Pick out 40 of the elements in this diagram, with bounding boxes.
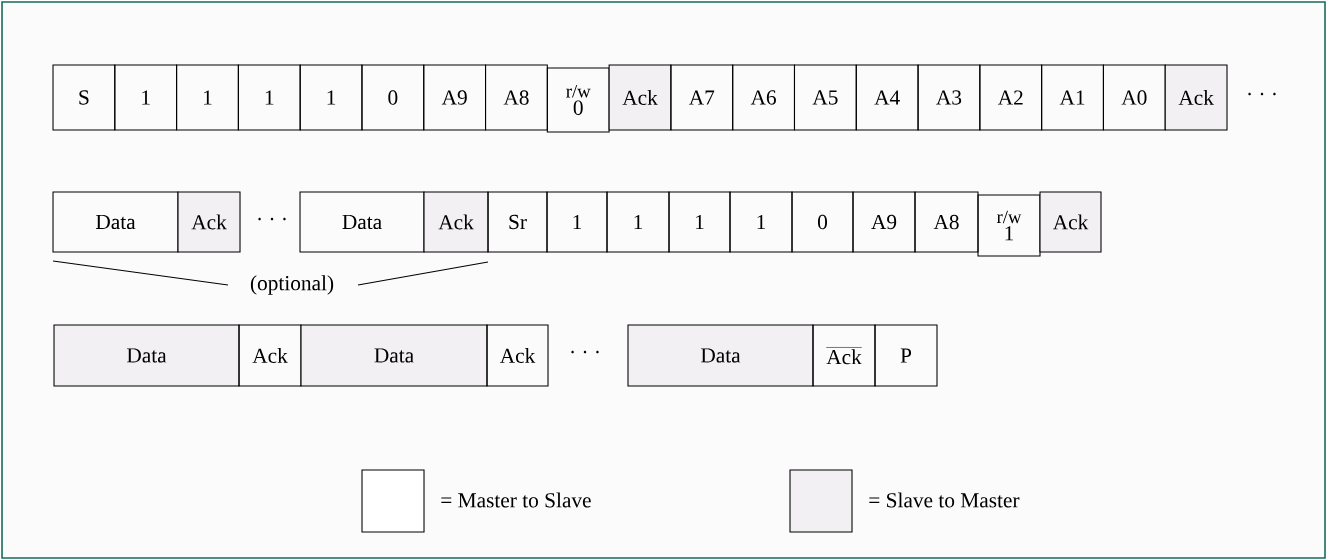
- bit-cell: P: [874, 324, 938, 387]
- bit-cell: Ack: [608, 64, 672, 131]
- bit-cell: 1: [606, 191, 670, 253]
- bit-cell: Data: [627, 324, 814, 387]
- bit-cell: A9: [852, 191, 916, 253]
- bit-cell: 1: [668, 191, 731, 253]
- bit-cell: 0: [791, 191, 854, 253]
- bit-cell: 1: [299, 64, 363, 131]
- bit-cell: A3: [917, 64, 981, 131]
- bit-cell: A9: [423, 64, 487, 131]
- ellipsis: · · ·: [258, 217, 286, 221]
- bit-cell: Ack: [423, 191, 489, 253]
- bit-cell: Sr: [487, 191, 548, 253]
- bit-cell: A6: [732, 64, 795, 131]
- bit-cell: Ack: [1039, 191, 1102, 253]
- bit-cell: A1: [1041, 64, 1104, 131]
- bit-cell: A4: [855, 64, 919, 131]
- bracket-label: (optional): [250, 275, 334, 295]
- bit-cell: A5: [793, 64, 857, 131]
- bit-cell: Ack: [486, 324, 549, 387]
- legend-label: = Slave to Master: [869, 492, 1020, 508]
- bit-cell: 1: [237, 64, 301, 131]
- bit-cell: A8: [485, 64, 548, 131]
- bit-cell: A2: [979, 64, 1043, 131]
- bit-cell: Ack: [1164, 64, 1228, 131]
- bit-cell: 1: [729, 191, 793, 253]
- bit-cell: 0: [361, 64, 425, 131]
- bit-cell: Ack: [177, 191, 241, 253]
- legend-label: = Master to Slave: [441, 492, 591, 508]
- bit-cell: A8: [914, 191, 979, 253]
- bit-cell: Data: [300, 324, 488, 387]
- bit-cell: 1: [176, 64, 239, 131]
- bit-cell: Ack: [812, 324, 876, 387]
- bit-cell: S: [52, 64, 116, 131]
- bit-cell: 1: [546, 191, 608, 253]
- bit-cell: Data: [53, 324, 240, 387]
- bit-cell: A7: [670, 64, 734, 131]
- ellipsis: · · ·: [571, 350, 599, 354]
- ellipsis: · · ·: [1248, 92, 1276, 96]
- bit-cell: 1: [114, 64, 178, 131]
